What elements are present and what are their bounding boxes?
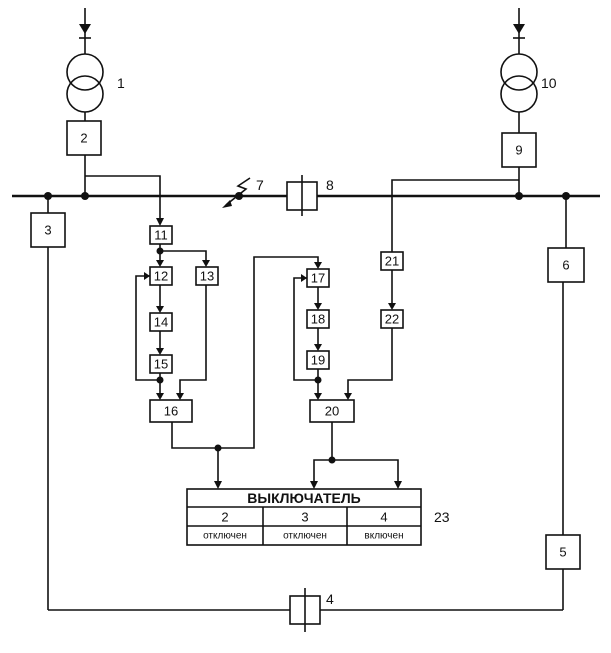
breaker-status-table <box>186 488 422 546</box>
transformer-1 <box>66 53 104 121</box>
table-col-header: 4 <box>380 510 387 525</box>
left-feeder <box>79 8 91 54</box>
junction-dot <box>81 192 89 200</box>
table-label: 23 <box>434 509 450 525</box>
table-col-header: 3 <box>301 510 308 525</box>
block-11 <box>149 225 173 245</box>
block-3-label: 3 <box>44 223 51 238</box>
block-13-label: 13 <box>200 269 214 284</box>
line-breaker-4 <box>289 588 321 632</box>
block-5 <box>545 534 581 570</box>
block-2 <box>66 120 102 156</box>
block-6-label: 6 <box>562 258 569 273</box>
block-11-label: 11 <box>154 228 168 243</box>
block-22-label: 22 <box>385 312 399 327</box>
block-2-label: 2 <box>80 131 87 146</box>
junction-dot <box>235 192 243 200</box>
table-col-header: 2 <box>221 510 228 525</box>
fault-label: 7 <box>256 177 264 193</box>
block-16-label: 16 <box>164 404 178 419</box>
bus-breaker-8 <box>286 175 318 216</box>
block-3 <box>30 212 66 248</box>
table-cell: отключен <box>203 531 247 542</box>
transformer-1-label: 1 <box>117 75 125 91</box>
junction-dot <box>515 192 523 200</box>
table-cell: отключен <box>283 531 327 542</box>
block-17-label: 17 <box>311 271 325 286</box>
table-title: ВЫКЛЮЧАТЕЛЬ <box>247 490 360 506</box>
block-14 <box>149 312 173 332</box>
block-15 <box>149 354 173 374</box>
block-13 <box>195 266 219 286</box>
block-5-label: 5 <box>559 545 566 560</box>
transformer-10-label: 10 <box>541 75 557 91</box>
block-19-label: 19 <box>311 353 325 368</box>
block-9-label: 9 <box>515 143 522 158</box>
table-cell: включен <box>364 531 403 542</box>
block-16 <box>149 399 193 423</box>
block-18-label: 18 <box>311 312 325 327</box>
block-21-label: 21 <box>385 254 399 269</box>
block-6 <box>547 247 585 283</box>
block-20-label: 20 <box>325 404 339 419</box>
block-12-label: 12 <box>154 269 168 284</box>
right-feeder <box>513 8 525 54</box>
block-9 <box>501 132 537 168</box>
bus-breaker-label: 8 <box>326 177 334 193</box>
line-breaker-label: 4 <box>326 591 334 607</box>
fault-arrow <box>222 177 251 208</box>
block-15-label: 15 <box>154 357 168 372</box>
transformer-10 <box>500 53 538 133</box>
block-14-label: 14 <box>154 315 168 330</box>
